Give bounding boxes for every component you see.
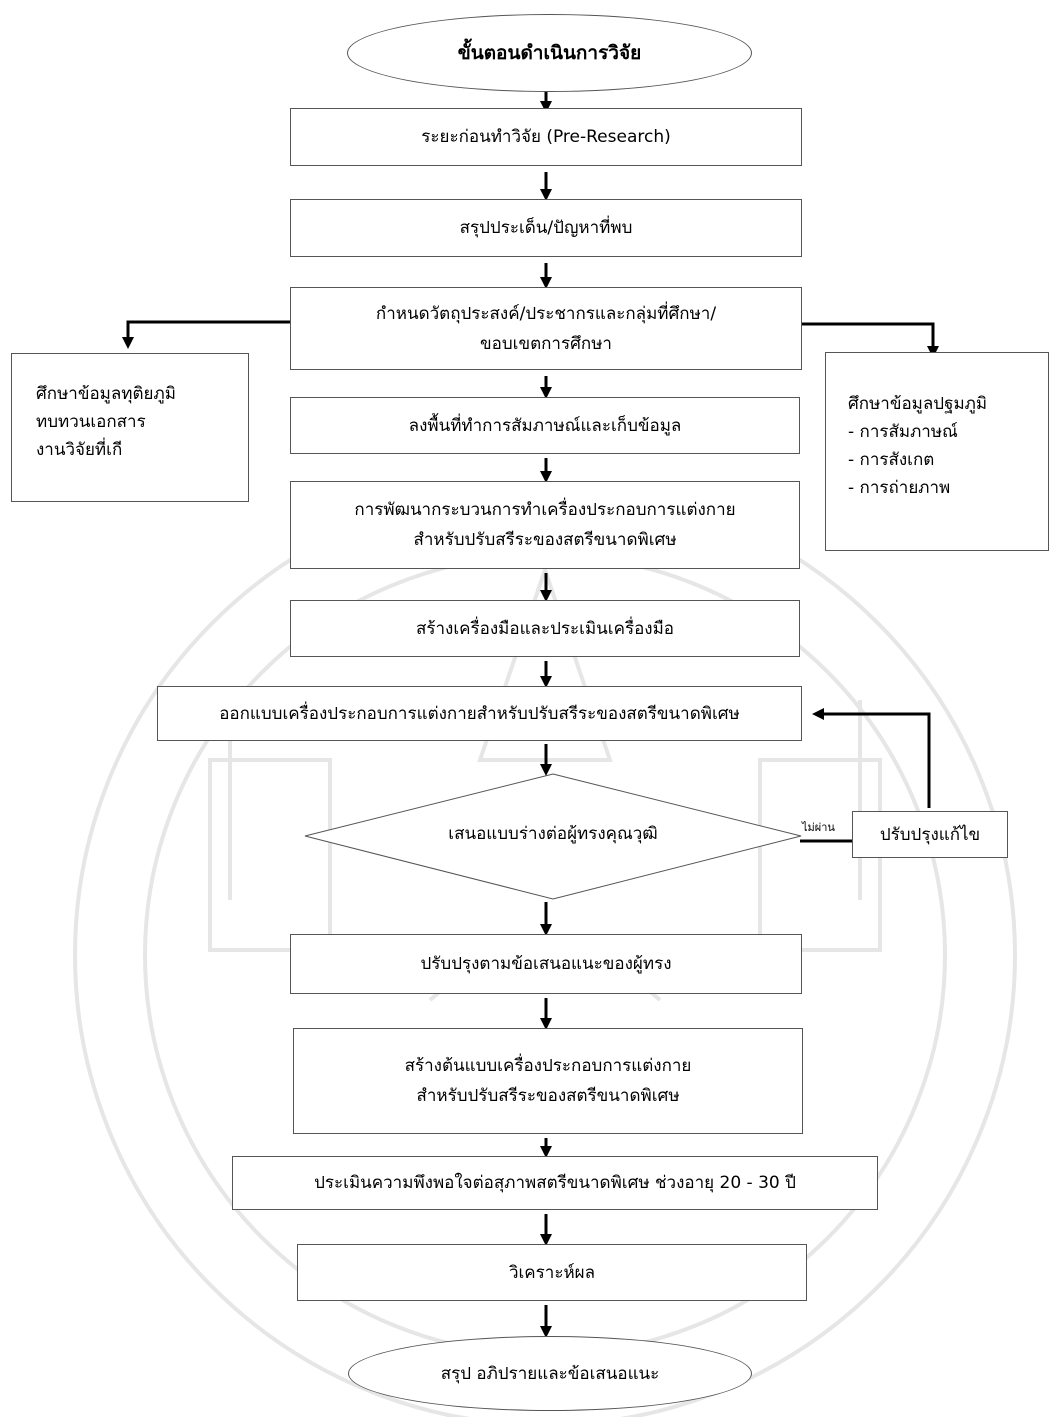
step-pre-research: ระยะก่อนทำวิจัย (Pre-Research): [290, 108, 802, 166]
step-develop-line-2: สำหรับปรับสรีระของสตรีขนาดพิเศษ: [413, 530, 677, 550]
step-tools-label: สร้างเครื่องมือและประเมินเครื่องมือ: [415, 618, 675, 639]
fail-label: ไม่ผ่าน: [802, 821, 835, 834]
primary-item-observe: - การสังเกต: [848, 450, 935, 470]
step-summary-issues: สรุปประเด็น/ปัญหาที่พบ: [290, 199, 802, 257]
step-fieldwork-label: ลงพื้นที่ทำการสัมภาษณ์และเก็บข้อมูล: [408, 415, 682, 436]
step-design-label: ออกแบบเครื่องประกอบการแต่งกายสำหรับปรับส…: [219, 703, 740, 724]
step-design: ออกแบบเครื่องประกอบการแต่งกายสำหรับปรับส…: [157, 686, 802, 741]
secondary-data-box: ศึกษาข้อมูลทุติยภูมิ ทบทวนเอกสาร งานวิจั…: [11, 353, 249, 502]
step-prototype: สร้างต้นแบบเครื่องประกอบการแต่งกาย สำหรั…: [293, 1028, 803, 1134]
primary-data-box: ศึกษาข้อมูลปฐมภูมิ - การสัมภาษณ์ - การสั…: [825, 352, 1049, 551]
step-develop: การพัฒนากระบวนการทำเครื่องประกอบการแต่งก…: [290, 481, 800, 569]
step-evaluate: ประเมินความพึงพอใจต่อสุภาพสตรีขนาดพิเศษ …: [232, 1156, 878, 1210]
step-prototype-line-2: สำหรับปรับสรีระของสตรีขนาดพิเศษ: [416, 1086, 680, 1106]
step-objectives-line-1: กำหนดวัตถุประสงค์/ประชากรและกลุ่มที่ศึกษ…: [375, 303, 717, 324]
step-prototype-line-1: สร้างต้นแบบเครื่องประกอบการแต่งกาย: [404, 1056, 692, 1076]
step-revise-label: ปรับปรุงแก้ไข: [879, 824, 981, 845]
decision-label: เสนอแบบร่างต่อผู้ทรงคุณวุฒิ: [448, 824, 658, 844]
start-label: ขั้นตอนดำเนินการวิจัย: [457, 42, 642, 64]
primary-title: ศึกษาข้อมูลปฐมภูมิ: [848, 394, 988, 414]
step-pre-research-label: ระยะก่อนทำวิจัย (Pre-Research): [421, 127, 671, 147]
secondary-title: ศึกษาข้อมูลทุติยภูมิ: [36, 384, 176, 404]
secondary-item-1: ทบทวนเอกสาร: [36, 412, 146, 432]
step-evaluate-label: ประเมินความพึงพอใจต่อสุภาพสตรีขนาดพิเศษ …: [314, 1173, 796, 1193]
step-analyze-label: วิเคราะห์ผล: [508, 1262, 596, 1283]
step-develop-line-1: การพัฒนากระบวนการทำเครื่องประกอบการแต่งก…: [354, 500, 736, 520]
primary-item-interview: - การสัมภาษณ์: [848, 422, 958, 442]
start-oval: ขั้นตอนดำเนินการวิจัย: [347, 14, 752, 92]
step-fieldwork: ลงพื้นที่ทำการสัมภาษณ์และเก็บข้อมูล: [290, 397, 800, 454]
step-improve: ปรับปรุงตามข้อเสนอแนะของผู้ทรง: [290, 934, 802, 994]
secondary-item-2: งานวิจัยที่เกี: [36, 440, 123, 460]
primary-item-photo: - การถ่ายภาพ: [848, 478, 951, 498]
end-oval: สรุป อภิปรายและข้อเสนอแนะ: [348, 1336, 752, 1411]
decision-diamond: [304, 773, 802, 900]
step-objectives-line-2: ขอบเขตการศึกษา: [480, 333, 612, 354]
step-summary-issues-label: สรุปประเด็น/ปัญหาที่พบ: [459, 218, 633, 238]
step-revise: ปรับปรุงแก้ไข: [852, 811, 1008, 858]
step-analyze: วิเคราะห์ผล: [297, 1244, 807, 1301]
step-tools: สร้างเครื่องมือและประเมินเครื่องมือ: [290, 600, 800, 657]
step-improve-label: ปรับปรุงตามข้อเสนอแนะของผู้ทรง: [420, 954, 672, 974]
end-label: สรุป อภิปรายและข้อเสนอแนะ: [440, 1364, 660, 1384]
step-objectives: กำหนดวัตถุประสงค์/ประชากรและกลุ่มที่ศึกษ…: [290, 287, 802, 370]
